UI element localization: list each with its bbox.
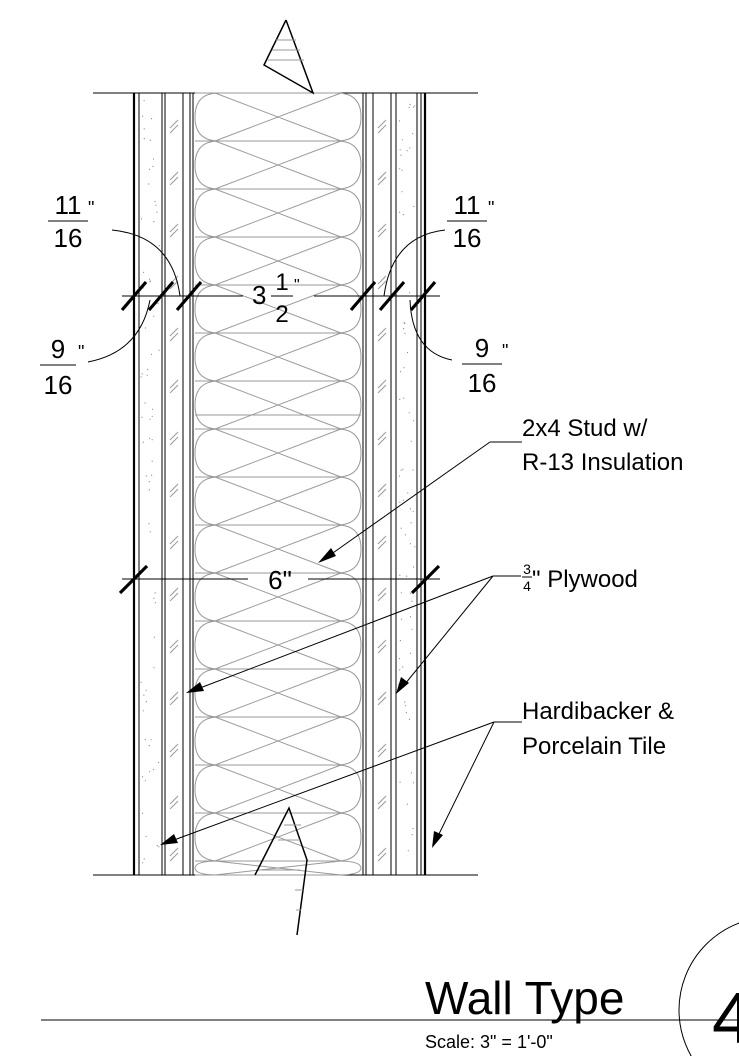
leader-right-inner (383, 229, 446, 297)
left-tile-layer (132, 93, 140, 875)
drawing-title: Wall Type (425, 972, 624, 1024)
right-plywood-layer (372, 93, 392, 875)
dim-right-inner-den: 16 (453, 223, 482, 253)
detail-number: 4 (712, 979, 739, 1056)
leader-left-outer (87, 299, 151, 363)
batt-insulation-pattern (194, 92, 362, 876)
dim-stud-num: 1 (275, 269, 288, 296)
callout-tile-line2: Porcelain Tile (522, 733, 666, 760)
callout-stud: 2x4 Stud w/ R-13 Insulation (318, 415, 683, 563)
dim-right-outer-num: 9 (475, 333, 489, 363)
dim-right-inner: 11 16 " (447, 190, 494, 253)
callout-plywood-num: 3 (523, 561, 531, 577)
dim-stud-den: 2 (275, 301, 288, 328)
dim-stud: 3 1 2 " (252, 269, 300, 328)
right-tile-layer (420, 93, 427, 875)
callout-tile: Hardibacker & Porcelain Tile (160, 698, 674, 848)
dim-left-inner: 11 16 " (48, 190, 94, 253)
callout-plywood: 3 4 " Plywood (186, 561, 638, 694)
dim-left-inner-num: 11 (55, 190, 82, 220)
stud-cavity (189, 92, 367, 876)
top-break-symbol (263, 19, 315, 95)
dim-left-outer: 9 16 " (40, 334, 84, 400)
overall-dimension-line: 6" (118, 564, 441, 595)
callout-plywood-den: 4 (523, 578, 531, 594)
dim-right-outer-den: 16 (468, 368, 497, 398)
dim-right-inner-unit: " (488, 198, 494, 218)
callout-stud-line2: R-13 Insulation (522, 449, 683, 476)
dim-stud-whole: 3 (252, 280, 266, 310)
title-block: Wall Type Scale: 3" = 1'-0" 4 (41, 922, 739, 1056)
right-hardibacker-layer (395, 93, 418, 875)
dim-stud-unit: " (294, 277, 300, 294)
left-plywood-layer (164, 93, 184, 875)
bottom-break-symbol (254, 806, 308, 936)
dim-left-inner-unit: " (88, 198, 94, 218)
dim-right-inner-num: 11 (454, 190, 481, 220)
dim-left-inner-den: 16 (54, 223, 83, 253)
callout-stud-line1: 2x4 Stud w/ (522, 415, 648, 442)
leader-right-outer (409, 299, 453, 361)
dim-left-outer-num: 9 (51, 334, 65, 364)
left-hardibacker-layer (140, 93, 163, 875)
dim-right-outer: 9 16 " (462, 333, 508, 398)
leader-left-inner (111, 229, 181, 297)
dim-overall-text: 6" (268, 565, 292, 595)
drawing-scale: Scale: 3" = 1'-0" (425, 1032, 553, 1052)
layer-dimension-line (120, 280, 440, 312)
dim-left-outer-den: 16 (44, 370, 73, 400)
callout-tile-line1: Hardibacker & (522, 698, 674, 725)
dim-left-outer-unit: " (78, 342, 84, 362)
dim-right-outer-unit: " (502, 341, 508, 361)
callout-plywood-text: " Plywood (532, 566, 638, 593)
